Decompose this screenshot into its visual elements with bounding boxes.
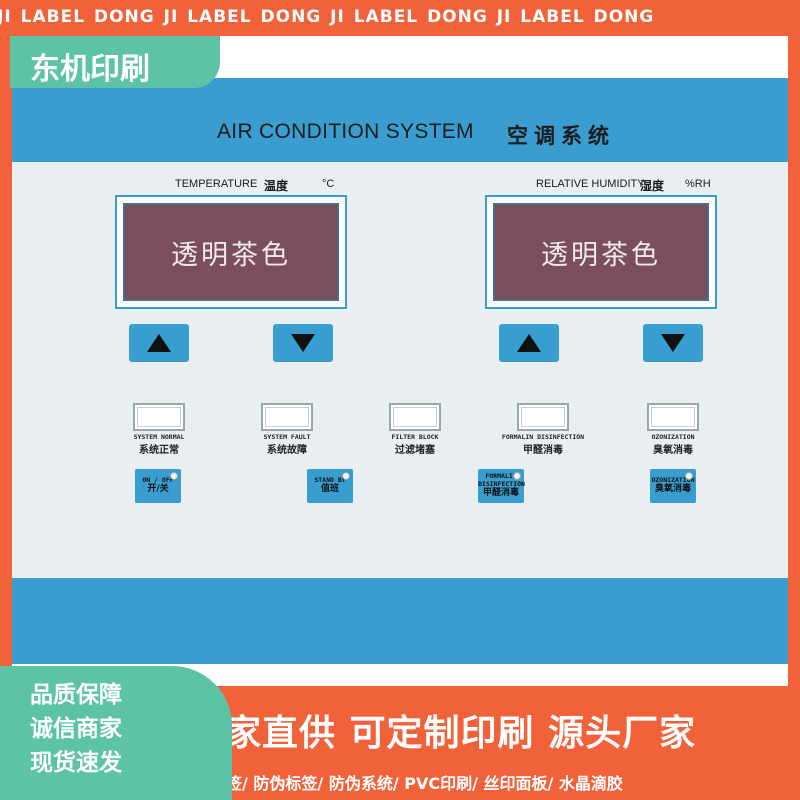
quality-item: 现货速发 (30, 750, 122, 776)
frame-edge-left (0, 36, 12, 686)
quality-tag: 品质保障 诚信商家 现货速发 (0, 666, 232, 800)
formalin-disinfection-button[interactable]: FORMALIN DISINFECTION 甲醛消毒 (478, 469, 525, 503)
temperature-screen: 透明茶色 (123, 203, 339, 301)
brand-name: 东机印刷 (10, 36, 220, 88)
key-label-cn: 值班 (320, 484, 339, 494)
quality-item: 品质保障 (30, 682, 122, 708)
quality-item: 诚信商家 (30, 716, 122, 742)
indicator-filter-block (389, 403, 441, 431)
humidity-display: 透明茶色 (485, 195, 717, 309)
led-dot-icon (685, 472, 693, 480)
system-title: AIR CONDITION SYSTEM (217, 120, 474, 143)
promo-categories: 卷筒标签/ 防伪标签/ 防伪系统/ PVC印刷/ 丝印面板/ 水晶滴胶 (178, 774, 623, 793)
triangle-down-icon (661, 334, 685, 352)
watermark-band: NG JI LABEL DONG JI LABEL DONG JI LABEL … (0, 0, 800, 36)
indicator-label: FILTER BLOCK (391, 433, 439, 441)
indicator-label-cn: 臭氧消毒 (653, 445, 693, 456)
key-label: OZONIZATION (651, 476, 695, 484)
indicator-label-cn: 过滤堵塞 (395, 445, 435, 456)
temperature-down-button[interactable] (273, 324, 333, 362)
key-label: ON / OFF (142, 476, 174, 484)
indicator-label: FORMALIN DISINFECTION (501, 433, 585, 441)
indicator-label: SYSTEM NORMAL (133, 433, 185, 441)
triangle-up-icon (147, 334, 171, 352)
key-label-cn: 臭氧消毒 (654, 484, 691, 494)
indicator-label-cn: 系统正常 (139, 445, 179, 456)
key-label-cn: 甲醛消毒 (482, 488, 519, 498)
watermark-text: NG JI LABEL DONG JI LABEL DONG JI LABEL … (0, 7, 655, 27)
system-title-cn: 空调系统 (507, 124, 615, 148)
indicator-system-fault (261, 403, 313, 431)
standby-button[interactable]: STAND BY 值班 (307, 469, 353, 503)
indicator-system-normal (133, 403, 185, 431)
triangle-down-icon (291, 334, 315, 352)
humidity-screen: 透明茶色 (493, 203, 709, 301)
temperature-label: TEMPERATURE (175, 178, 258, 190)
indicator-formalin (517, 403, 569, 431)
humidity-label-cn: 湿度 (640, 179, 665, 193)
key-label: STAND BY (314, 476, 346, 484)
indicator-label: SYSTEM FAULT (263, 433, 311, 441)
promo-headline: 厂家直供 可定制印刷 源头厂家 (188, 713, 697, 754)
panel-band-top (12, 78, 788, 162)
temperature-label-cn: 温度 (264, 179, 289, 193)
humidity-up-button[interactable] (499, 324, 559, 362)
key-label: FORMALIN DISINFECTION (478, 472, 525, 488)
frame-edge-right (788, 36, 800, 686)
triangle-up-icon (517, 334, 541, 352)
humidity-down-button[interactable] (643, 324, 703, 362)
indicator-ozonization (647, 403, 699, 431)
humidity-label: RELATIVE HUMIDITY (536, 178, 645, 190)
on-off-button[interactable]: ON / OFF 开/关 (135, 469, 181, 503)
temperature-unit: °C (322, 178, 335, 190)
panel-band-bottom (12, 578, 788, 664)
ozonization-button[interactable]: OZONIZATION 臭氧消毒 (650, 469, 696, 503)
humidity-unit: %RH (685, 178, 711, 190)
led-dot-icon (342, 472, 350, 480)
indicator-label-cn: 甲醛消毒 (523, 445, 563, 456)
led-dot-icon (513, 472, 521, 480)
temperature-up-button[interactable] (129, 324, 189, 362)
key-label-cn: 开/关 (147, 484, 169, 494)
indicator-label: OZONIZATION (651, 433, 695, 441)
indicator-label-cn: 系统故障 (267, 445, 307, 456)
temperature-display: 透明茶色 (115, 195, 347, 309)
control-panel-label: AIR CONDITION SYSTEM 空调系统 TEMPERATURE 温度… (12, 78, 788, 664)
led-dot-icon (170, 472, 178, 480)
